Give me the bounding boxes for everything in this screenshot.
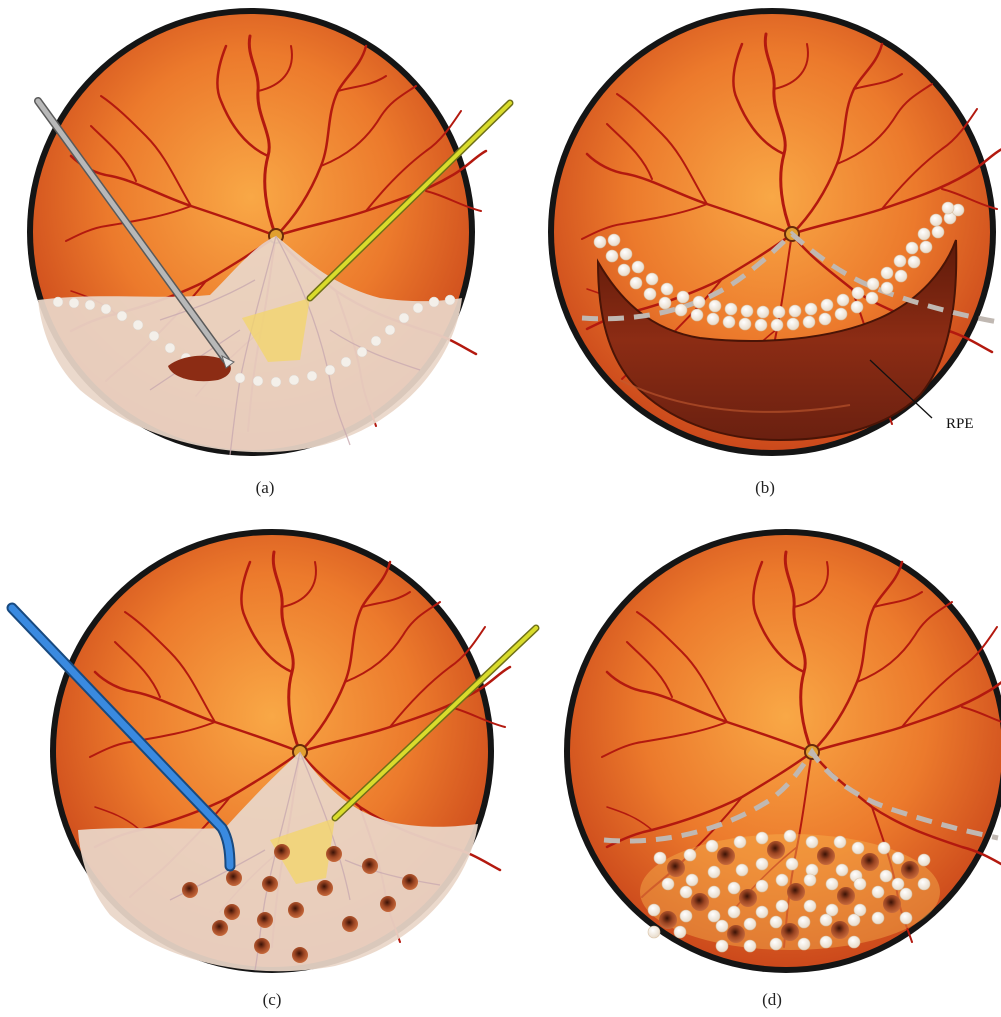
rpe-label: RPE (946, 416, 974, 432)
caption-d: (d) (762, 990, 782, 1009)
caption-b: (b) (755, 478, 775, 497)
panel-b: RPE (b) (548, 8, 1001, 497)
panel-d: (d) (564, 529, 1001, 1009)
panel-a: (a) (27, 8, 510, 497)
caption-a: (a) (256, 478, 275, 497)
caption-c: (c) (263, 990, 282, 1009)
panel-c: (c) (12, 529, 536, 1009)
